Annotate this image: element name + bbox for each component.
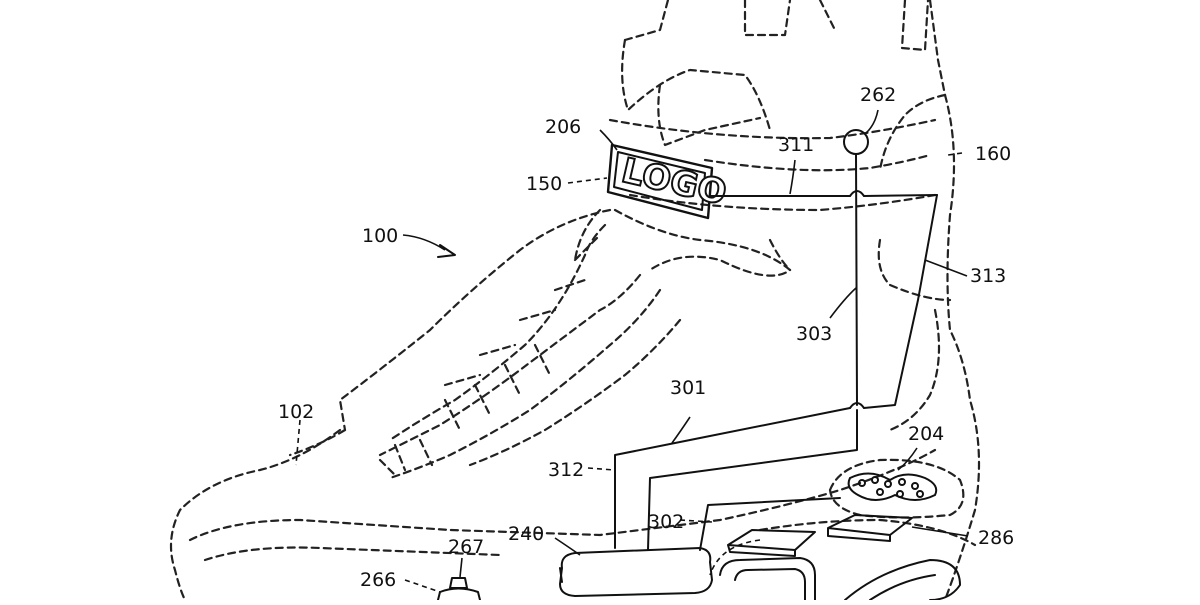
- ref-267: 267: [448, 536, 484, 558]
- upper-collar-left: [623, 0, 670, 42]
- connector-267: [437, 577, 481, 601]
- ref-266: 266: [360, 569, 396, 591]
- collar-front: [621, 38, 772, 132]
- heel-inner: [878, 93, 947, 172]
- vamp-panel-2: [388, 223, 607, 442]
- shoe-outline: [169, 0, 981, 602]
- toe-inner: [288, 428, 347, 457]
- leader-100-arrow: [437, 244, 456, 258]
- leader-302: [679, 519, 713, 523]
- vamp-panel-6: [573, 208, 602, 262]
- tongue-top: [743, 0, 792, 37]
- vamp-cross-1: [443, 278, 587, 387]
- ref-302: 302: [648, 511, 684, 533]
- midsole-mid: [203, 546, 502, 562]
- wire-303-hop: [849, 402, 865, 409]
- ref-102: 102: [278, 401, 314, 423]
- toe-outline: [169, 428, 342, 602]
- wire-301: [614, 407, 851, 549]
- module-302: [727, 529, 816, 557]
- ref-100: 100: [362, 225, 398, 247]
- vamp-cross-2: [443, 343, 552, 432]
- heel-back: [943, 93, 981, 602]
- ref-312: 312: [548, 459, 584, 481]
- ref-303: 303: [796, 323, 832, 345]
- leader-204: [897, 447, 918, 471]
- heel-counter: [877, 238, 952, 302]
- module-240: [559, 547, 713, 597]
- leader-303: [829, 287, 857, 319]
- leader-312: [587, 467, 615, 471]
- tongue-slot-2: [818, 0, 837, 32]
- ref-313: 313: [970, 265, 1006, 287]
- strap-bottom-band: [628, 193, 937, 212]
- leader-266: [404, 579, 441, 593]
- ref-160: 160: [975, 143, 1011, 165]
- logo-badge: LOGO: [606, 143, 731, 220]
- coil-outer: [719, 557, 816, 601]
- wire-311-right: [863, 194, 938, 197]
- sensor-262: [843, 129, 869, 155]
- ref-311: 311: [778, 134, 814, 156]
- pressure-pad-204: [847, 472, 938, 501]
- wire-303: [855, 153, 858, 406]
- ankle-strap-curl: [768, 238, 792, 272]
- leader-301: [671, 416, 691, 444]
- leader-311: [789, 159, 796, 195]
- leader-150: [567, 177, 608, 184]
- ref-240: 240: [508, 523, 544, 545]
- upper-collar-right: [928, 0, 947, 97]
- vamp-panel-1: [338, 208, 612, 432]
- vamp-panel-4: [388, 288, 662, 480]
- midsole-top: [188, 448, 937, 542]
- ref-204: 204: [908, 423, 944, 445]
- ankle-strap-lower: [613, 208, 792, 277]
- ref-206: 206: [545, 116, 581, 138]
- ref-301: 301: [670, 377, 706, 399]
- ref-262: 262: [860, 84, 896, 106]
- strap-mid-band: [703, 153, 932, 172]
- leader-102: [295, 419, 301, 466]
- leader-160: [947, 152, 963, 156]
- leader-240: [554, 537, 581, 556]
- leader-100: [402, 234, 446, 251]
- heel-curve: [888, 308, 941, 432]
- wire-313: [863, 194, 938, 409]
- module-286: [827, 514, 913, 542]
- wiring: [614, 129, 938, 551]
- leader-262: [865, 109, 879, 134]
- wire-303-low: [647, 409, 858, 551]
- sole-loop: [844, 559, 961, 601]
- sole-loop-2: [869, 574, 936, 601]
- vamp-panel-3: [378, 273, 642, 457]
- wire-302: [699, 497, 841, 551]
- reference-labels: 206 150 160 262 311 313 303 301 312 204 …: [278, 84, 1014, 591]
- collar-inner: [657, 83, 762, 147]
- components: [437, 472, 961, 601]
- leader-267: [459, 557, 463, 578]
- ref-150: 150: [526, 173, 562, 195]
- leader-206: [599, 129, 618, 151]
- ref-286: 286: [978, 527, 1014, 549]
- tongue-slot: [900, 0, 930, 52]
- leader-313: [924, 259, 968, 277]
- vamp-panel-5: [468, 318, 682, 467]
- coil-inner: [734, 568, 806, 601]
- leader-286: [911, 526, 969, 537]
- leader-lines: [295, 109, 969, 593]
- vamp-cross-3: [378, 438, 434, 477]
